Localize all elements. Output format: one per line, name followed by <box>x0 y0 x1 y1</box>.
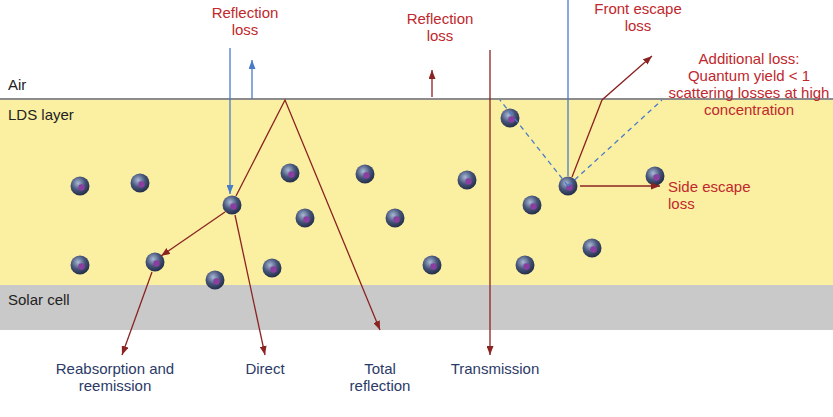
particle-core <box>508 116 514 122</box>
front-escape-ray <box>572 56 652 177</box>
particle-core <box>465 178 471 184</box>
particle-core <box>153 260 159 266</box>
dye-particle <box>71 177 90 196</box>
dye-particle <box>523 196 542 215</box>
side-escape-ray <box>580 185 660 186</box>
loss-label: Reflection loss <box>400 10 480 44</box>
dye-particle <box>516 256 535 275</box>
dye-particle <box>281 164 300 183</box>
particle-core <box>530 203 536 209</box>
particle-body <box>458 171 477 190</box>
direct-ray <box>235 215 265 355</box>
particle-body <box>583 239 602 258</box>
incident-ray <box>229 48 230 194</box>
dye-particle <box>71 256 90 275</box>
dye-particle <box>206 271 225 290</box>
reemission-ray <box>122 272 152 355</box>
particle-body <box>281 164 300 183</box>
particle-core <box>78 184 84 190</box>
light-rays <box>122 0 662 355</box>
escape-cone <box>500 100 568 186</box>
path-label: Direct <box>235 360 295 377</box>
particle-body <box>501 109 520 128</box>
particle-body <box>71 177 90 196</box>
dye-particle <box>646 167 665 186</box>
total-reflection-ray <box>236 100 380 330</box>
particle-body <box>206 271 225 290</box>
particle-core <box>303 216 309 222</box>
particle-core <box>653 174 659 180</box>
escape-cone <box>568 100 662 186</box>
particle-body <box>223 196 242 215</box>
particle-body <box>516 256 535 275</box>
solar-cell-fill <box>0 285 833 330</box>
loss-label: Reflection loss <box>205 4 285 38</box>
particle-body <box>263 259 282 278</box>
reflected-ray <box>251 60 252 99</box>
transmission-ray <box>489 50 490 355</box>
particle-body <box>523 196 542 215</box>
path-label: Transmission <box>440 360 550 377</box>
loss-label: Side escape loss <box>668 178 768 212</box>
particle-body <box>131 174 150 193</box>
reflected-ray <box>431 70 432 97</box>
lds-layer-fill <box>0 100 833 285</box>
dye-particle <box>501 109 520 128</box>
emission-ray <box>161 212 225 256</box>
band-label: Air <box>8 76 26 93</box>
particle-body <box>356 165 375 184</box>
particle-core <box>288 171 294 177</box>
dye-particle <box>386 209 405 228</box>
path-label: Total reflection <box>340 360 420 394</box>
incident-ray <box>567 0 568 176</box>
particle-core <box>430 263 436 269</box>
particle-core <box>270 266 276 272</box>
particle-body <box>71 256 90 275</box>
particle-body <box>646 167 665 186</box>
particle-core <box>590 246 596 252</box>
dye-particle <box>296 209 315 228</box>
particle-core <box>230 203 236 209</box>
dye-particle <box>583 239 602 258</box>
dye-particle <box>423 256 442 275</box>
particle-core <box>363 172 369 178</box>
band-label: Solar cell <box>8 291 70 308</box>
loss-note: Additional loss: Quantum yield < 1 scatt… <box>668 50 830 118</box>
loss-label: Front escape loss <box>588 0 688 34</box>
dye-particle <box>356 165 375 184</box>
dye-particle <box>458 171 477 190</box>
particle-core <box>393 216 399 222</box>
path-label: Reabsorption and reemission <box>40 360 190 394</box>
particle-core <box>523 263 529 269</box>
solar-cell-band: Solar cell <box>0 285 833 330</box>
dye-particle <box>223 196 242 215</box>
dye-particles <box>71 109 665 290</box>
band-label: LDS layer <box>8 106 74 123</box>
particle-core <box>213 278 219 284</box>
particle-body <box>386 209 405 228</box>
particle-core <box>138 181 144 187</box>
dye-particle <box>131 174 150 193</box>
dye-particle <box>263 259 282 278</box>
particle-body <box>423 256 442 275</box>
particle-core <box>78 263 84 269</box>
particle-body <box>296 209 315 228</box>
